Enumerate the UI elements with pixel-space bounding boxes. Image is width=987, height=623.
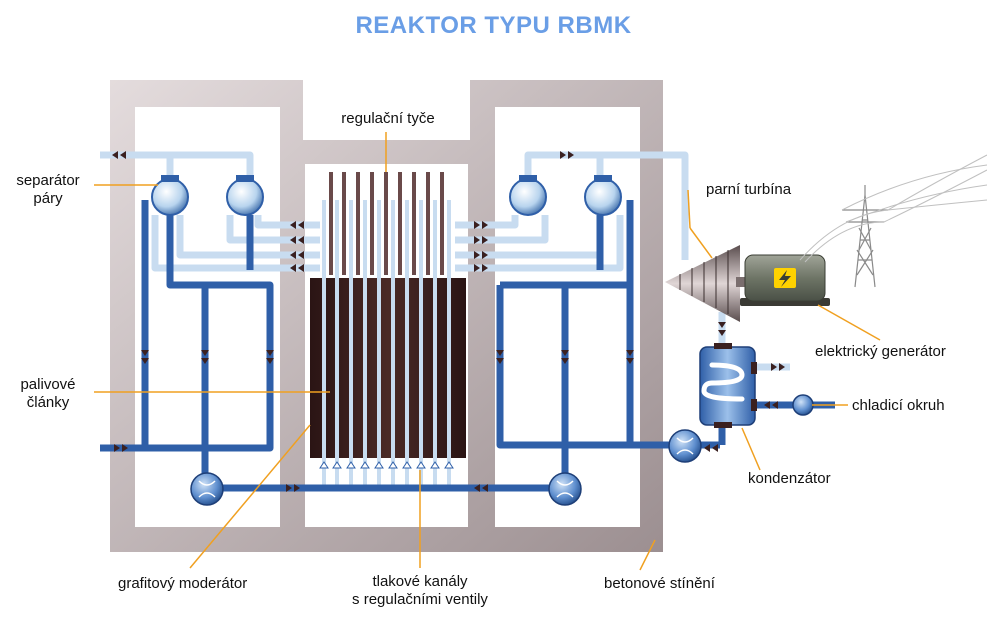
transmission-lines <box>799 154 987 263</box>
steam-turbine <box>665 245 750 322</box>
circulation-pumps <box>190 394 814 506</box>
label-electric-generator: elektrický generátor <box>815 343 946 360</box>
lightning-bolt-icon <box>774 268 796 288</box>
label-pressure-channels-line1: tlakové kanály <box>372 573 468 590</box>
leader-lines <box>94 132 881 571</box>
label-concrete-shielding: betonové stínění <box>604 575 715 592</box>
channel-valves <box>319 461 454 469</box>
fuel-elements <box>322 282 451 452</box>
label-pressure-channels-line2: s regulačními ventily <box>352 591 488 608</box>
power-pylon-icon <box>842 185 888 288</box>
graphite-moderator-core <box>310 278 466 458</box>
steam-separators <box>151 175 622 216</box>
control-rods <box>329 172 444 275</box>
flow-arrows <box>112 151 785 492</box>
label-condenser: kondenzátor <box>748 470 831 487</box>
label-graphite-moderator: grafitový moderátor <box>118 575 248 592</box>
diagram-title: REAKTOR TYPU RBMK <box>355 12 632 39</box>
label-steam-separator-line1: separátor <box>16 172 80 189</box>
water-pipes-right <box>496 200 835 488</box>
condenser <box>699 343 757 428</box>
label-control-rods: regulační tyče <box>341 110 435 127</box>
label-steam-separator: separátor páry <box>4 172 92 208</box>
label-steam-separator-line2: páry <box>33 190 63 207</box>
label-fuel-elements: palivové články <box>4 376 92 412</box>
label-fuel-elements-line2: články <box>26 394 70 411</box>
label-fuel-elements-line1: palivové <box>20 376 76 393</box>
label-steam-turbine: parní turbína <box>706 181 792 198</box>
label-pressure-channels: tlakové kanály s regulačními ventily <box>330 573 510 609</box>
label-cooling-circuit: chladicí okruh <box>852 397 945 414</box>
electric-generator <box>740 254 830 306</box>
